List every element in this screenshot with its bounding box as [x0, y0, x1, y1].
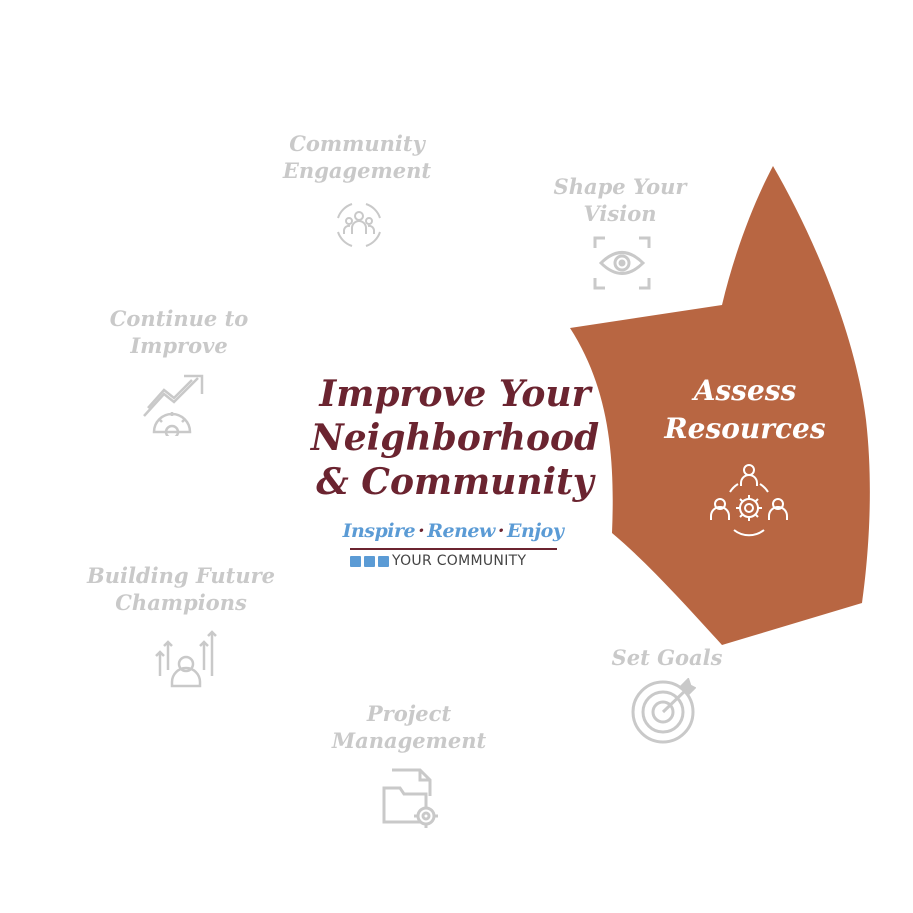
- home-badge-icon: [378, 555, 389, 567]
- step-label-line: Management: [331, 728, 487, 753]
- step-continue-to-improve[interactable]: Continue to Improve: [110, 305, 249, 359]
- tagline: Inspire·Renew·Enjoy: [343, 520, 564, 542]
- step-label-line: Project: [366, 701, 452, 726]
- step-building-future-champions[interactable]: Building Future Champions: [87, 562, 275, 616]
- tagline-word: Renew: [427, 520, 495, 542]
- tagline-word: Inspire: [342, 520, 416, 542]
- renew-badge-icon: [364, 555, 375, 567]
- step-label-line: Building Future: [86, 563, 276, 588]
- step-label-line: Community: [289, 131, 425, 156]
- logo-subtitle: YOUR COMMUNITY: [392, 553, 527, 569]
- tagline-separator: ·: [418, 520, 425, 542]
- tagline-separator: ·: [497, 520, 505, 542]
- step-label-line: Improve: [130, 333, 228, 358]
- target-icon: [630, 678, 696, 744]
- step-label-line: Champions: [115, 590, 247, 615]
- step-project-management[interactable]: Project Management: [332, 700, 486, 754]
- heart-badge-icon: [350, 555, 361, 567]
- center-title: Improve Your Neighborhood & Community: [311, 372, 599, 504]
- step-set-goals[interactable]: Set Goals: [612, 644, 723, 671]
- step-community-engagement[interactable]: Community Engagement: [283, 130, 431, 184]
- team-gear-icon: [708, 462, 790, 538]
- growth-person-icon: [154, 626, 218, 690]
- step-assess-resources[interactable]: Assess Resources: [664, 372, 825, 448]
- step-label-line: Engagement: [282, 158, 432, 183]
- tagline-underline: [350, 548, 557, 550]
- growth-arrow-icon: [140, 372, 206, 436]
- step-label-line: Set Goals: [611, 645, 723, 670]
- center-title-line: & Community: [316, 461, 594, 503]
- logo-subtitle-row: YOUR COMMUNITY: [350, 553, 526, 569]
- tagline-word: Enjoy: [507, 520, 564, 542]
- step-label-line: Continue to: [109, 306, 249, 331]
- center-title-line: Neighborhood: [310, 417, 600, 459]
- step-label-line: Vision: [583, 201, 657, 226]
- center-title-line: Improve Your: [319, 373, 591, 415]
- step-shape-your-vision[interactable]: Shape Your Vision: [554, 173, 687, 227]
- step-label-line: Resources: [664, 412, 826, 445]
- folder-gear-icon: [380, 766, 442, 832]
- step-label-line: Shape Your: [553, 174, 687, 199]
- step-label-line: Assess: [693, 374, 797, 407]
- community-circle-icon: [330, 196, 388, 254]
- eye-focus-icon: [593, 236, 651, 290]
